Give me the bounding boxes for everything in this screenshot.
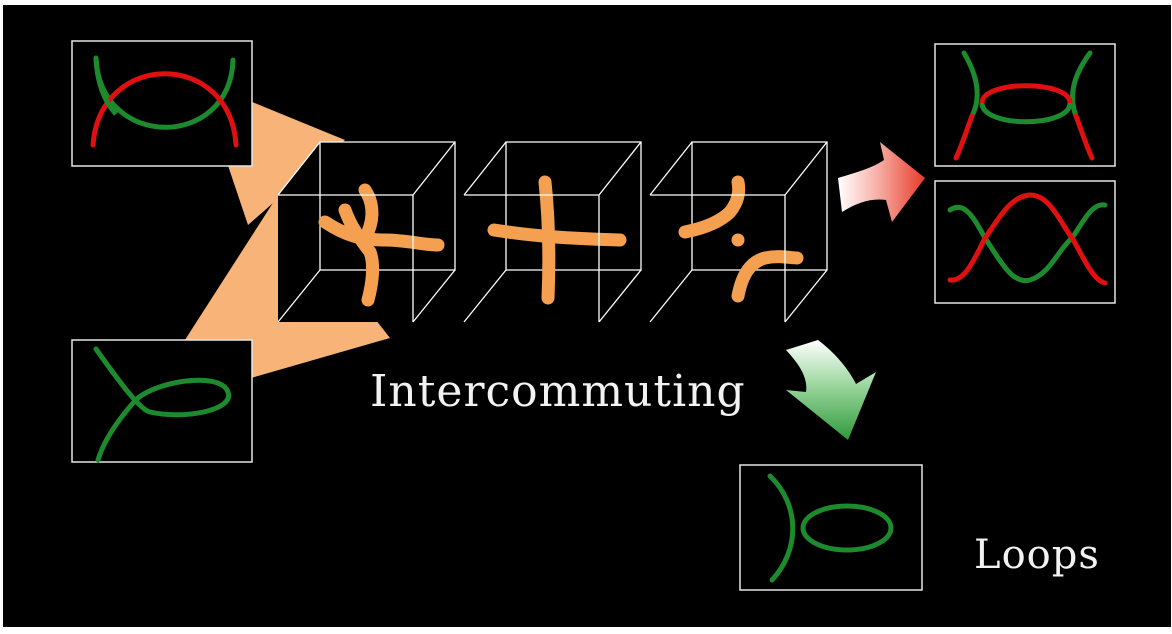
- intercommuting-label: Intercommuting: [370, 366, 746, 417]
- string-box-3: [649, 141, 828, 323]
- loops-label: Loops: [974, 532, 1100, 578]
- curve-crossing-panel: [71, 40, 253, 167]
- loop-panel: [739, 464, 923, 591]
- string-box-1: [277, 141, 456, 323]
- reconnected-panel-bottom: [934, 180, 1116, 304]
- reconnected-panel-top: [934, 43, 1116, 167]
- green-arrow: [786, 340, 876, 440]
- string-box-2: [463, 141, 642, 323]
- red-arrow: [838, 142, 925, 222]
- kinked-loop-panel: [71, 339, 253, 463]
